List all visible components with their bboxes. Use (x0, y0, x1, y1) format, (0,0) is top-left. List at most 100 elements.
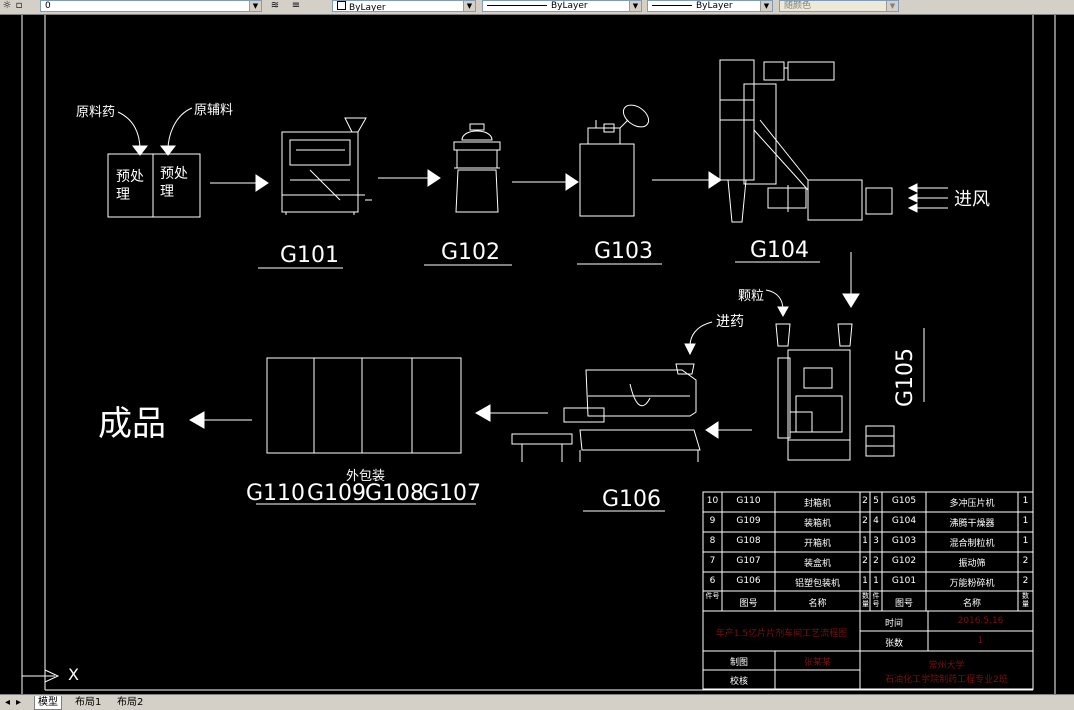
tab-model[interactable]: 模型 (34, 696, 62, 710)
lock-icon[interactable]: ▫ (15, 0, 23, 11)
raw-aux-label: 原辅料 (194, 103, 234, 118)
flow-arrow-1 (210, 174, 269, 192)
row-code: G108 (736, 536, 761, 546)
plotstyle-select[interactable]: 随颜色 ▼ (779, 0, 899, 12)
color-select[interactable]: ByLayer ▼ (332, 0, 476, 12)
row-no: 8 (709, 536, 716, 546)
g103-granulator-drawing (579, 104, 650, 217)
drawn-value: 张某某 (803, 658, 831, 668)
row-name: 多冲压片机 (949, 499, 995, 509)
row-name: 铝塑包装机 (794, 579, 840, 589)
row-no: 6 (709, 576, 716, 586)
g109-label: G109 (307, 481, 367, 506)
air-in-label: 进风 (954, 189, 990, 210)
row-qty: 1 (1022, 516, 1029, 526)
row-qty: 2 (1022, 576, 1029, 586)
hdr-name: 名称 (962, 599, 981, 609)
layer-select[interactable]: 0 ▼ (40, 0, 262, 12)
outer-pack-boxes (266, 357, 462, 454)
g108-label: G108 (365, 481, 425, 506)
chevron-down-icon: ▼ (886, 1, 898, 11)
row-qty: 2 (862, 496, 868, 506)
g110-label: G110 (246, 481, 306, 506)
lineweight-value: ByLayer (696, 1, 733, 11)
hdr-code: 图号 (739, 599, 758, 609)
g104-dryer-drawing (719, 59, 893, 223)
time-value: 2016.5.16 (957, 616, 1004, 626)
row-name: 装盒机 (803, 559, 831, 569)
row-name: 万能粉碎机 (949, 579, 995, 589)
row-no: 7 (709, 556, 716, 566)
flow-arrow-4 (652, 171, 722, 189)
pretreat-label-1: 预处理 (116, 169, 144, 203)
lineweight-select[interactable]: ByLayer ▼ (647, 0, 773, 12)
lineweight-preview-icon (652, 5, 692, 6)
hdr-no: 件号 (872, 592, 880, 608)
row-name: 振动筛 (958, 559, 986, 569)
layer-previous-icon[interactable]: ≋ (270, 0, 280, 11)
g101-label: G101 (280, 243, 340, 268)
g106-blister-packer-drawing (511, 363, 701, 462)
layer-state-icon[interactable]: ☼ (2, 0, 12, 11)
tab-layout1[interactable]: 布局1 (75, 697, 102, 708)
drug-in-arrow (689, 321, 713, 347)
properties-toolbar: ☼ ▫ 0 ▼ ≋ ≡ ByLayer ▼ ByLayer ▼ ByLayer … (0, 0, 1074, 15)
granules-label: 颗粒 (738, 289, 765, 304)
layout-tab-bar: ◂ ▸ 模型 布局1 布局2 (0, 694, 1074, 710)
g106-label: G106 (602, 487, 662, 512)
tab-nav-icon[interactable]: ◂ (5, 697, 11, 708)
outer-pack-label: 外包装 (346, 469, 386, 484)
row-no: 9 (709, 516, 716, 526)
chevron-down-icon: ▼ (463, 1, 475, 11)
ucs-icon (22, 669, 60, 683)
row-qty: 2 (862, 516, 868, 526)
flow-arrow-3 (512, 173, 579, 191)
raw-drug-arrowhead (131, 145, 149, 156)
hdr-name: 名称 (808, 599, 827, 609)
sheets-value: 1 (977, 636, 984, 646)
row-code: G106 (736, 576, 761, 586)
g103-label: G103 (594, 239, 654, 264)
linetype-select[interactable]: ByLayer ▼ (482, 0, 642, 12)
flow-arrow-7 (188, 411, 252, 429)
g105-label: G105 (893, 347, 919, 408)
tab-nav-icon[interactable]: ▸ (16, 697, 22, 708)
g102-sieve-drawing (453, 123, 501, 213)
hdr-qty: 数量 (1022, 592, 1029, 608)
school-name: 常州大学 (928, 661, 965, 671)
school-dept: 石油化工学院制药工程专业2班 (885, 675, 1008, 685)
row-qty: 2 (862, 556, 868, 566)
tab-layout2[interactable]: 布局2 (117, 697, 144, 708)
row-code: G104 (891, 516, 917, 526)
g105-tablet-press-drawing (775, 323, 895, 461)
air-in-arrows (907, 183, 948, 213)
row-code: G107 (736, 556, 761, 566)
row-name: 沸腾干燥器 (949, 519, 995, 529)
title-block-grid (702, 491, 1034, 690)
row-code: G102 (891, 556, 917, 566)
granules-arrowhead (777, 306, 789, 318)
row-no: 3 (873, 536, 879, 546)
pretreat-label-2: 预处理 (160, 166, 188, 200)
g101-crusher-drawing (281, 117, 372, 215)
raw-aux-arrowhead (159, 145, 177, 156)
drawing-canvas[interactable]: 原料药 原辅料 预处理 预处理 进风 颗粒 进药 外包装 成品 G101 G10… (0, 15, 1074, 694)
layer-value: 0 (45, 1, 51, 11)
row-name: 装箱机 (803, 519, 831, 529)
flow-arrow-6 (474, 404, 548, 422)
hdr-code: 图号 (894, 599, 913, 609)
check-label: 校核 (729, 677, 748, 687)
chevron-down-icon: ▼ (629, 1, 641, 11)
row-qty: 1 (1022, 536, 1029, 546)
layer-manager-icon[interactable]: ≡ (291, 0, 301, 11)
color-swatch-icon (337, 1, 346, 10)
pretreatment-box (107, 153, 201, 218)
sheets-label: 张数 (884, 639, 903, 649)
linetype-preview-icon (487, 5, 547, 6)
row-qty: 1 (862, 536, 868, 546)
product-label: 成品 (98, 404, 166, 444)
color-value: ByLayer (349, 3, 386, 12)
row-name: 封箱机 (803, 499, 831, 509)
raw-drug-label: 原料药 (76, 105, 116, 120)
row-code: G101 (891, 576, 917, 586)
